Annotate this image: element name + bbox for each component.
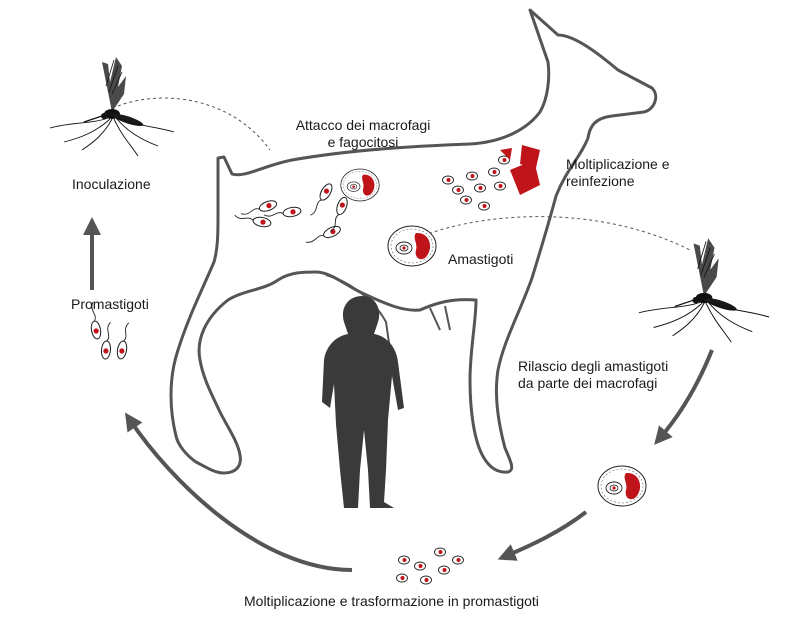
dog-outline (169, 8, 658, 475)
cycle-arrow-multiplication (497, 510, 588, 561)
macrophage-icon (340, 168, 380, 202)
label-moltiplicazione-reinfezione: Moltiplicazione e reinfezione (566, 156, 670, 190)
human-silhouette (322, 296, 404, 508)
amastigote-cluster (396, 547, 464, 585)
label-attacco-line1: Attacco dei macrofagi (295, 117, 431, 133)
label-moltiplicazione-line2: reinfezione (566, 173, 635, 189)
amastigote-cluster (442, 145, 540, 211)
promastigote-icon (233, 181, 350, 249)
label-attacco-line2: e fagocitosi (327, 134, 399, 150)
macrophage-icon (387, 225, 437, 267)
label-rilascio-amastigoti: Rilascio degli amastigoti da parte dei m… (518, 358, 668, 392)
label-amastigoti: Amastigoti (448, 251, 514, 267)
cycle-arrow-transformation (125, 412, 353, 572)
label-trasformazione-promastigoti: Moltiplicazione e trasformazione in prom… (244, 593, 539, 609)
label-moltiplicazione-line1: Moltiplicazione e (566, 156, 670, 172)
label-promastigoti: Promastigoti (71, 296, 149, 312)
sandfly-icon (638, 237, 770, 343)
label-inoculazione: Inoculazione (72, 176, 151, 192)
label-rilascio-line1: Rilascio degli amastigoti (518, 358, 669, 374)
macrophage-icon (597, 465, 647, 507)
cycle-arrow-release (654, 349, 714, 445)
label-rilascio-line2: da parte dei macrofagi (518, 375, 658, 391)
label-attacco-macrofagi: Attacco dei macrofagi e fagocitosi (268, 117, 458, 151)
sandfly-icon (49, 56, 175, 157)
